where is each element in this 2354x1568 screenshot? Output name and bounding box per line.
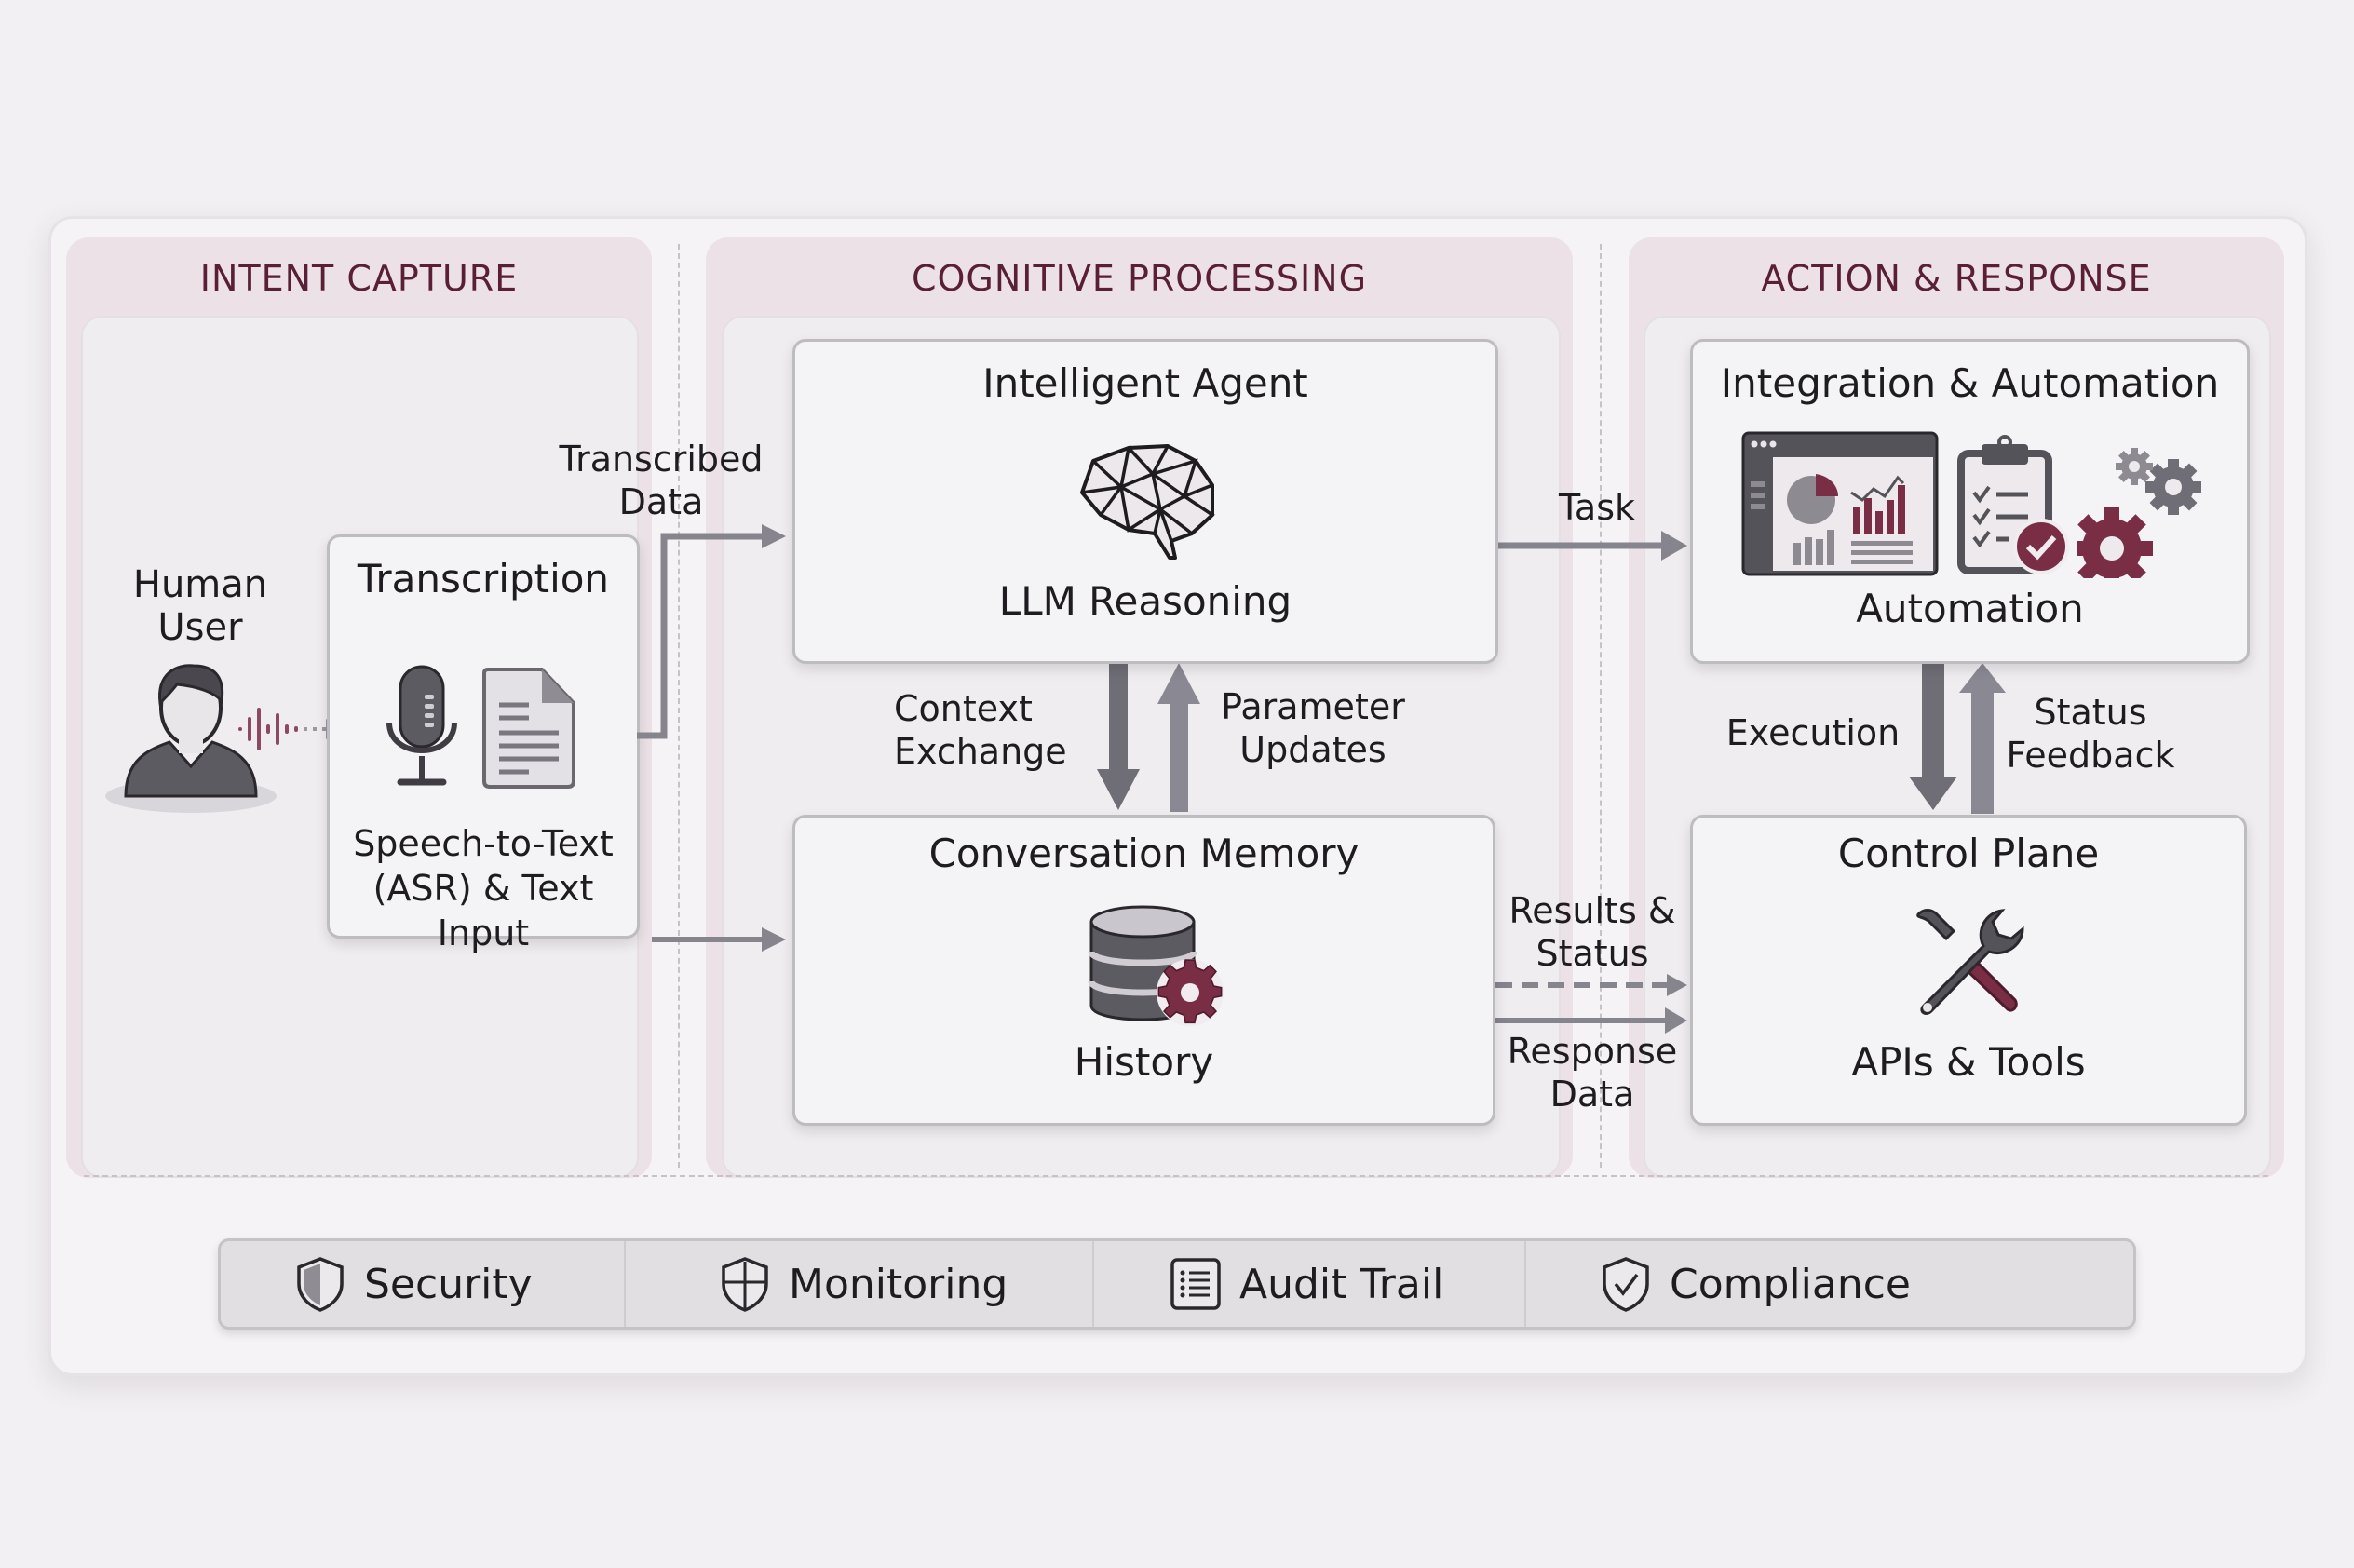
execution-arrowhead xyxy=(1909,777,1957,810)
footer-item-audit-trail[interactable]: Audit Trail xyxy=(1169,1241,1443,1327)
flow-label-line: Status xyxy=(2034,692,2147,733)
footer-item-label: Security xyxy=(364,1260,533,1308)
footer-item-label: Monitoring xyxy=(789,1260,1008,1308)
human-user-label-line: User xyxy=(157,606,243,649)
parameter-updates-label: Parameter Updates xyxy=(1211,685,1415,771)
microphone-icon xyxy=(386,665,457,786)
list-icon xyxy=(1170,1258,1221,1310)
intelligent-agent-card[interactable]: Intelligent Agent LLM Reasoning xyxy=(792,339,1498,664)
response-data-label: Response Data xyxy=(1501,1030,1684,1115)
column-divider xyxy=(678,244,680,1168)
status-feedback-arrow xyxy=(1971,689,1994,814)
transcription-card[interactable]: Transcription Speech-to-Text (ASR) & Tex… xyxy=(327,534,640,953)
column-title: COGNITIVE PROCESSING xyxy=(911,258,1368,299)
control-plane-title: Control Plane xyxy=(1837,831,2100,876)
response-data-arrowhead xyxy=(1665,1007,1687,1034)
transcription-subtitle-line: (ASR) & Text Input xyxy=(372,868,594,953)
transcription-subtitle-line: Speech-to-Text xyxy=(353,823,614,864)
column-divider xyxy=(1600,244,1602,1168)
intelligent-agent-subtitle: LLM Reasoning xyxy=(998,578,1292,624)
integration-subtitle: Automation xyxy=(1856,586,2084,631)
status-feedback-label: Status Feedback xyxy=(2002,691,2179,777)
flow-label-line: Exchange xyxy=(894,731,1067,772)
context-exchange-arrowhead xyxy=(1097,769,1140,810)
shield-check-icon xyxy=(1603,1257,1649,1312)
footer-divider xyxy=(624,1241,626,1327)
results-status-label: Results & Status xyxy=(1501,889,1684,975)
document-icon xyxy=(482,668,575,789)
intelligent-agent-title: Intelligent Agent xyxy=(982,360,1308,406)
flow-label-line: Transcribed xyxy=(559,439,764,480)
integration-automation-card[interactable]: Integration & Automation Automation xyxy=(1690,339,2250,664)
conversation-memory-card[interactable]: Conversation Memory History xyxy=(792,815,1495,1126)
integration-title: Integration & Automation xyxy=(1720,360,2220,406)
flow-label-line: Updates xyxy=(1239,729,1387,770)
flow-label-line: Parameter xyxy=(1221,686,1405,727)
execution-arrow xyxy=(1922,663,1944,782)
parameter-updates-arrow xyxy=(1170,700,1188,812)
footer-item-compliance[interactable]: Compliance xyxy=(1599,1241,1911,1327)
footer-item-label: Compliance xyxy=(1670,1260,1911,1308)
flow-label-line: Response xyxy=(1507,1031,1678,1072)
wrench-screwdriver-icon xyxy=(1916,909,2024,1015)
human-user-label: Human User xyxy=(112,563,289,649)
input-to-memory-arrowhead xyxy=(762,927,786,952)
column-title: INTENT CAPTURE xyxy=(199,258,519,299)
footer-divider xyxy=(1092,1241,1094,1327)
footer-item-label: Audit Trail xyxy=(1239,1260,1444,1308)
parameter-updates-arrowhead xyxy=(1157,663,1200,704)
task-label: Task xyxy=(1558,487,1635,528)
user-icon xyxy=(105,664,277,813)
context-exchange-arrow xyxy=(1109,661,1128,773)
transcribed-data-arrowhead xyxy=(762,524,786,548)
context-exchange-label: Context Exchange xyxy=(894,687,1089,773)
dashboard-icon xyxy=(1741,431,1939,576)
flow-label-line: Results & xyxy=(1508,890,1676,931)
transcribed-data-label: Transcribed Data xyxy=(549,438,773,523)
flow-label-line: Status xyxy=(1536,933,1649,974)
control-plane-subtitle: APIs & Tools xyxy=(1851,1039,2086,1085)
shield-icon xyxy=(297,1257,344,1312)
human-user-label-line: Human xyxy=(132,563,268,606)
transcription-title: Transcription xyxy=(357,556,610,602)
flow-label-line: Data xyxy=(618,481,704,522)
brain-network-icon xyxy=(1080,444,1215,560)
conversation-memory-title: Conversation Memory xyxy=(928,831,1360,876)
checklist-icon xyxy=(1957,435,2069,574)
task-arrowhead xyxy=(1661,531,1687,561)
flow-label-line: Data xyxy=(1549,1074,1635,1115)
footer-item-security[interactable]: Security xyxy=(293,1241,533,1327)
gears-icon xyxy=(2077,448,2201,578)
footer-item-monitoring[interactable]: Monitoring xyxy=(718,1241,1008,1327)
footer-divider xyxy=(1524,1241,1526,1327)
control-plane-card[interactable]: Control Plane APIs & Tools xyxy=(1690,815,2247,1126)
flow-label-line: Context xyxy=(894,688,1033,729)
flow-label-line: Feedback xyxy=(2006,735,2175,776)
results-status-arrowhead xyxy=(1667,974,1687,996)
transcribed-data-arrow xyxy=(637,533,764,739)
column-title: ACTION & RESPONSE xyxy=(1761,258,2152,299)
governance-bar: Security Monitoring Audit Trail Complian… xyxy=(218,1238,2136,1330)
execution-label: Execution xyxy=(1725,712,1901,753)
status-feedback-arrowhead xyxy=(1959,663,2006,693)
shield-cross-icon xyxy=(722,1257,768,1312)
database-gear-icon xyxy=(1088,905,1224,1026)
section-divider xyxy=(84,1175,2268,1177)
transcription-subtitle: Speech-to-Text (ASR) & Text Input xyxy=(330,821,637,955)
conversation-memory-subtitle: History xyxy=(1074,1039,1214,1085)
